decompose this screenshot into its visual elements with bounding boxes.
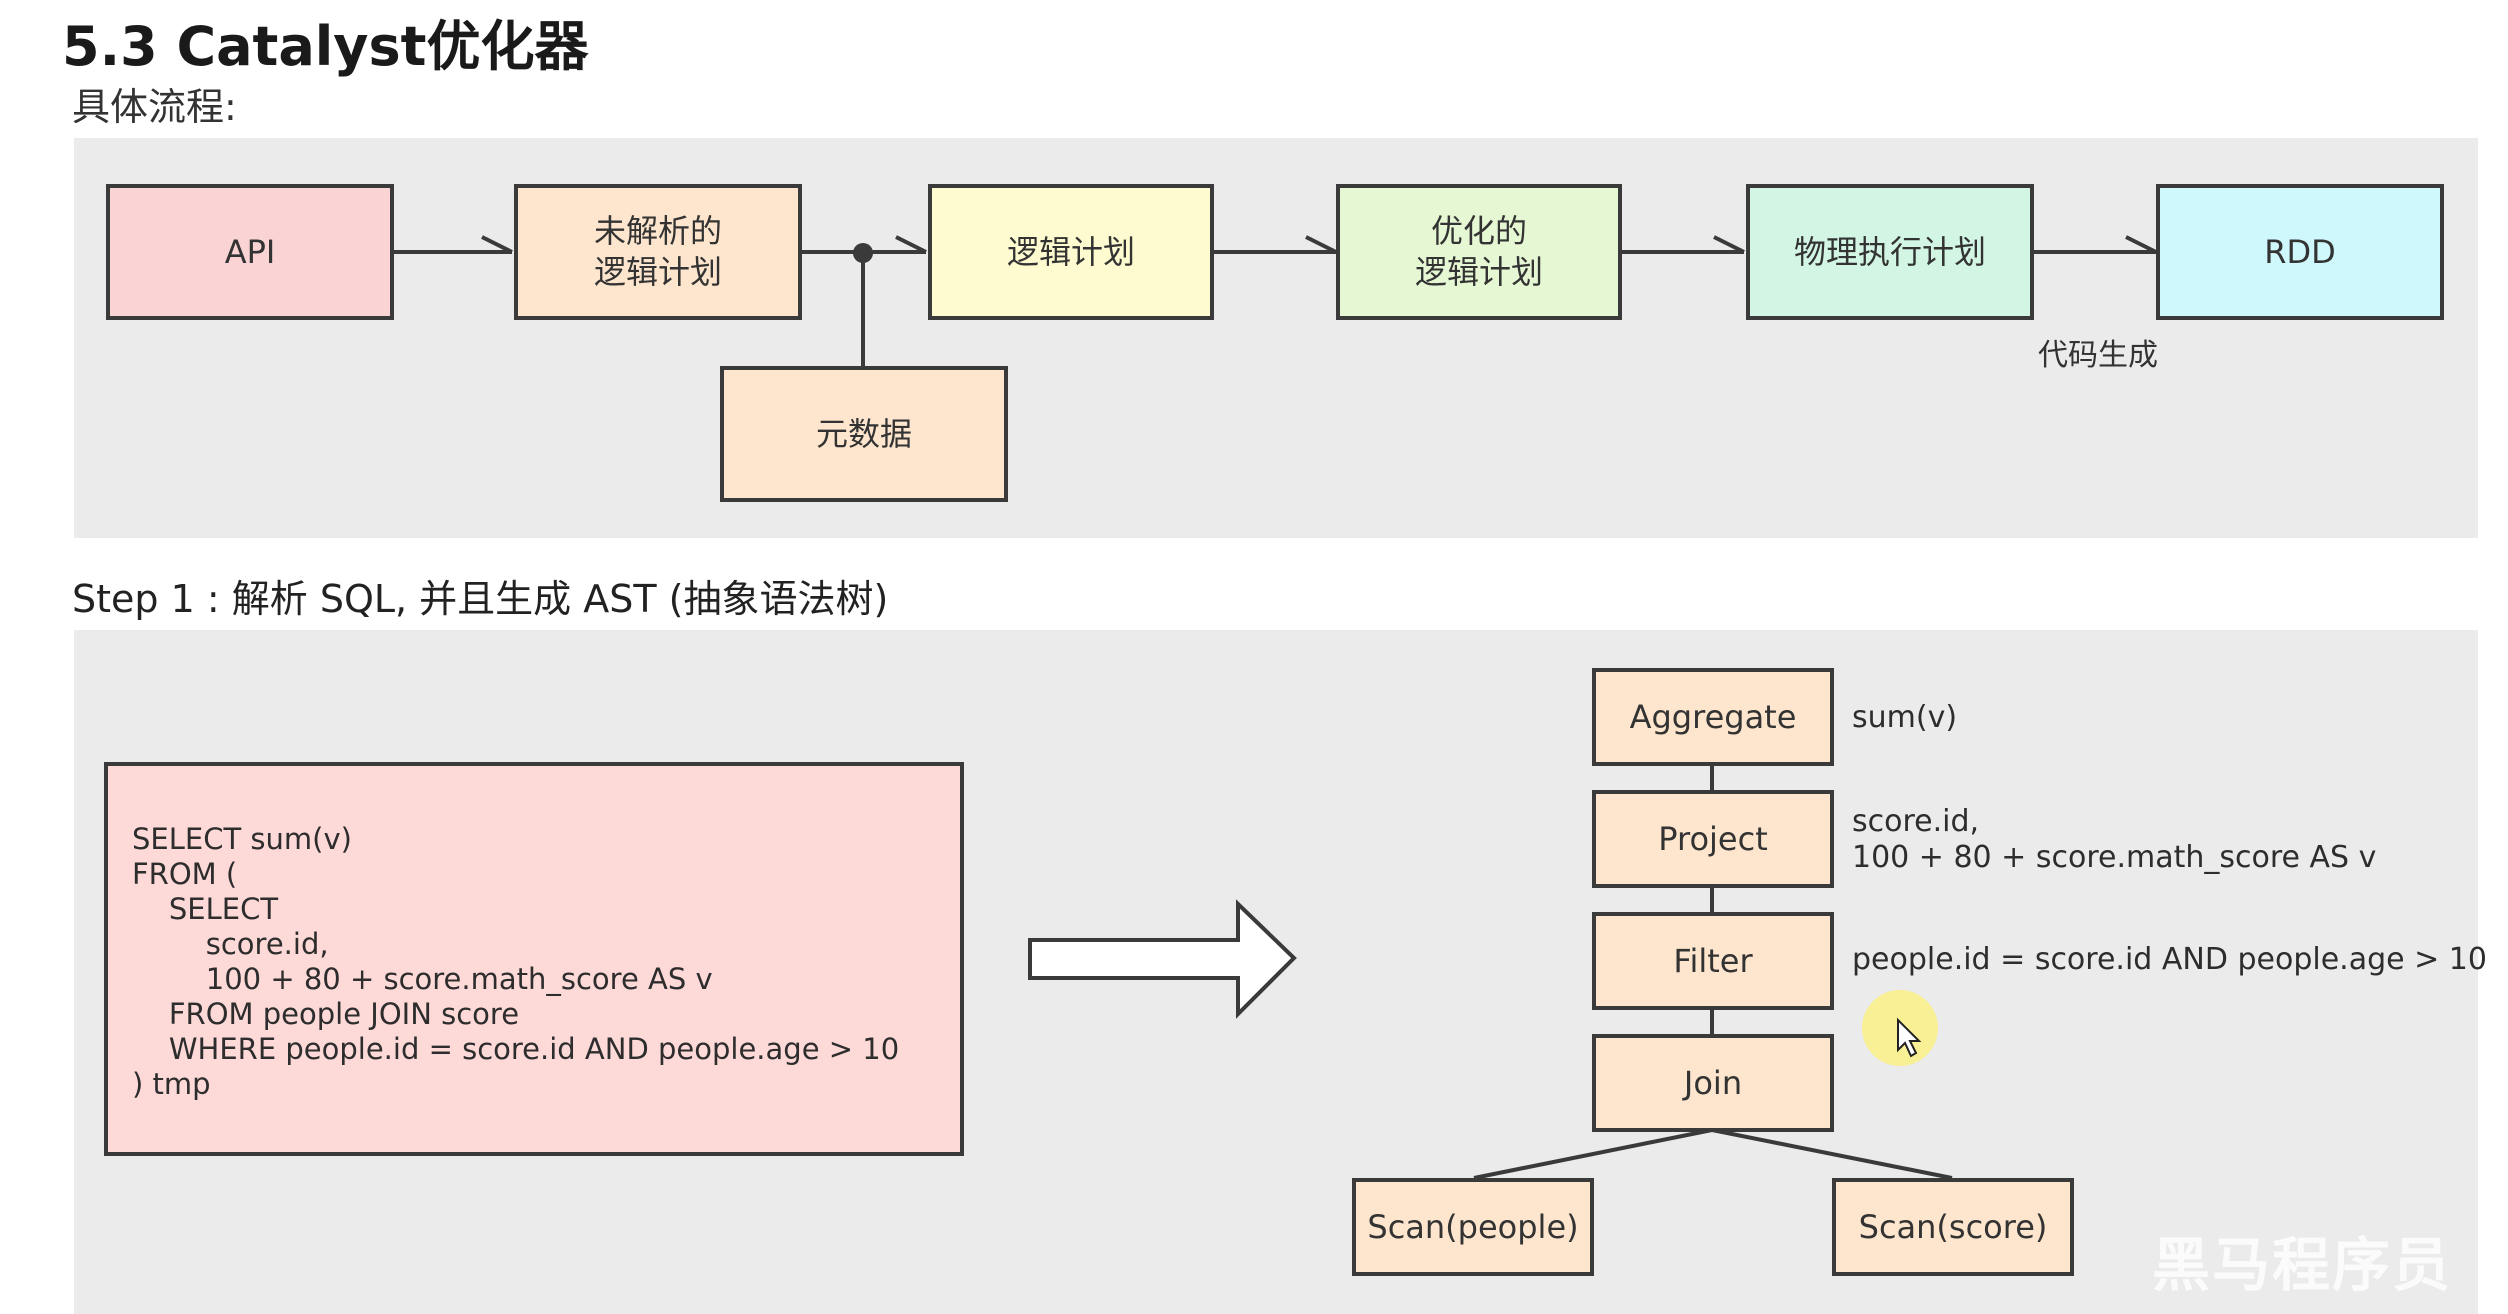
section-subtitle: 具体流程:: [72, 85, 237, 129]
flow-box-api: API: [106, 184, 394, 320]
transform-arrow: [1028, 899, 1297, 1019]
ast-node-aggregate: Aggregate: [1592, 668, 1834, 766]
sql-line: SELECT sum(v): [132, 822, 352, 856]
edge-join-scan-score: [1711, 1128, 1953, 1180]
watermark-logo: 黑马程序员: [2152, 1231, 2453, 1299]
sql-line: FROM (: [132, 857, 238, 891]
ast-node-join: Join: [1592, 1034, 1834, 1132]
flow-box-logical-plan: 逻辑计划: [928, 184, 1214, 320]
page-title: 5.3 Catalyst优化器: [62, 15, 589, 78]
cursor-arrow-icon: [1897, 1017, 1922, 1058]
sql-line: FROM people JOIN score: [132, 997, 520, 1031]
flow-box-unresolved-logical-plan: 未解析的 逻辑计划: [514, 184, 802, 320]
sql-code-box: SELECT sum(v) FROM ( SELECT score.id, 10…: [104, 762, 964, 1156]
ast-node-scan-score: Scan(score): [1832, 1178, 2074, 1276]
ast-node-filter: Filter: [1592, 912, 1834, 1010]
sql-line: SELECT: [132, 892, 279, 926]
flow-box-rdd: RDD: [2156, 184, 2444, 320]
flow-box-optimized-logical-plan: 优化的 逻辑计划: [1336, 184, 1622, 320]
sql-line: ) tmp: [132, 1067, 211, 1101]
edge-join-scan-people: [1473, 1128, 1713, 1180]
sql-line: 100 + 80 + score.math_score AS v: [132, 962, 713, 996]
ast-node-project: Project: [1592, 790, 1834, 888]
ast-node-scan-people: Scan(people): [1352, 1178, 1594, 1276]
annotation-filter: people.id = score.id AND people.age > 10: [1852, 942, 2487, 977]
sql-line: WHERE people.id = score.id AND people.ag…: [132, 1032, 900, 1066]
flow-box-metadata: 元数据: [720, 366, 1008, 502]
annotation-aggregate: sum(v): [1852, 700, 1958, 735]
sql-line: score.id,: [132, 927, 329, 961]
codegen-label: 代码生成: [2038, 338, 2158, 373]
flow-diagram-panel: [74, 138, 2478, 538]
annotation-project: score.id, 100 + 80 + score.math_score AS…: [1852, 804, 2377, 875]
step1-heading: Step 1 : 解析 SQL, 并且生成 AST (抽象语法树): [72, 577, 889, 621]
flow-box-physical-plan: 物理执行计划: [1746, 184, 2034, 320]
